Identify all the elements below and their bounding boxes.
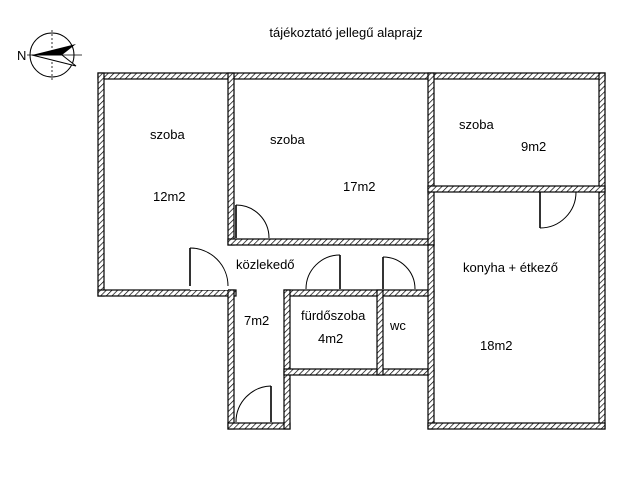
room-middle-name: szoba <box>270 132 305 147</box>
compass-label: N <box>17 48 26 63</box>
walls <box>97 72 606 430</box>
kitchen-area: 18m2 <box>480 338 513 353</box>
room-left-name: szoba <box>150 127 185 142</box>
door-entrance <box>235 385 272 423</box>
room-labels: szoba 12m2 szoba 17m2 szoba 9m2 közleked… <box>150 117 558 353</box>
wc-name: wc <box>389 318 406 333</box>
room-left-area: 12m2 <box>153 189 186 204</box>
hallway-name: közlekedő <box>236 257 295 272</box>
plan-title: tájékoztató jellegű alaprajz <box>269 25 422 40</box>
room-middle-area: 17m2 <box>343 179 376 194</box>
door-wc <box>382 256 416 290</box>
room-right-name: szoba <box>459 117 494 132</box>
door-bathroom <box>305 254 341 290</box>
compass-north-icon: N <box>17 30 82 80</box>
door-right-room <box>539 191 577 229</box>
room-right-area: 9m2 <box>521 139 546 154</box>
door-left-room <box>189 246 229 290</box>
bathroom-area: 4m2 <box>318 331 343 346</box>
bathroom-name: fürdőszoba <box>301 308 366 323</box>
kitchen-name: konyha + étkező <box>463 260 558 275</box>
doors <box>189 191 577 423</box>
hallway-area: 7m2 <box>244 313 269 328</box>
door-middle-room <box>235 204 270 239</box>
